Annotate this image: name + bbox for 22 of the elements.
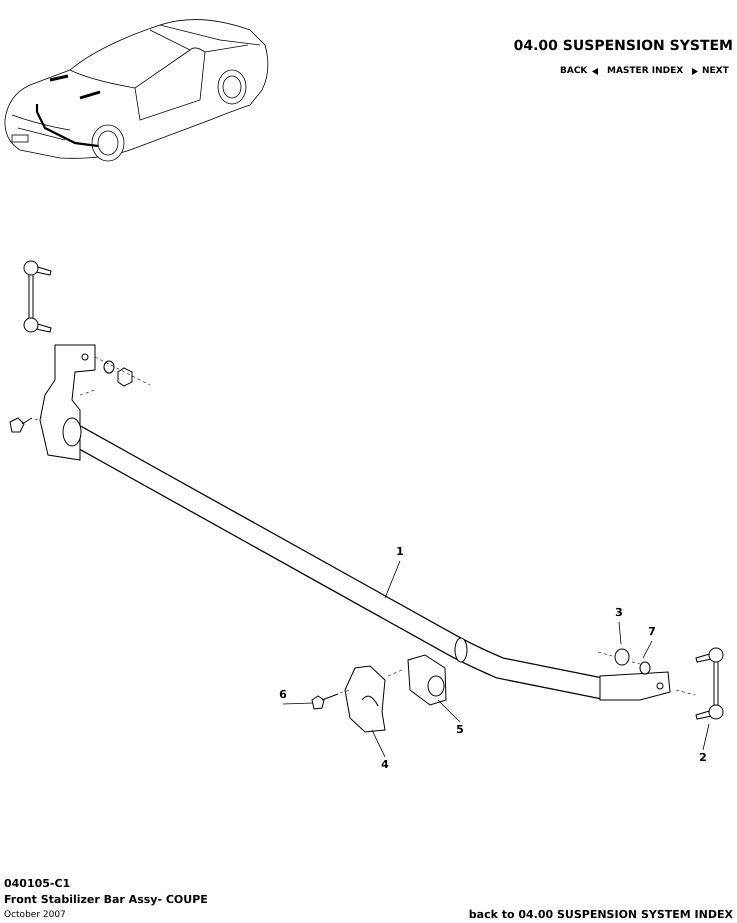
drawing-number: 040105-C1: [4, 877, 70, 890]
callout-number: 1: [393, 546, 407, 558]
callout-number: 6: [276, 689, 290, 701]
drawing-title: Front Stabilizer Bar Assy- COUPE: [4, 893, 208, 906]
leader-line: [384, 560, 400, 598]
callout-number: 7: [645, 626, 659, 638]
leader-line: [282, 702, 314, 704]
nav-link: MASTER INDEX: [607, 66, 684, 76]
leader-line: [642, 640, 652, 658]
leader-line: [618, 622, 622, 644]
index-link: back to 04.00 SUSPENSION SYSTEM INDEX: [468, 908, 733, 921]
callout-number: 5: [453, 724, 467, 736]
issue-date: October 2007: [4, 910, 66, 920]
nav-link: BACK: [560, 66, 588, 76]
callout-number: 2: [696, 752, 710, 764]
callout-number: 4: [378, 759, 392, 771]
nav-link: NEXT: [702, 66, 729, 76]
section-title: 04.00 SUSPENSION SYSTEM: [514, 38, 733, 54]
leader-line: [702, 724, 710, 750]
leader-line: [372, 730, 386, 758]
leader-line: [438, 700, 460, 722]
callout-number: 3: [612, 607, 626, 619]
